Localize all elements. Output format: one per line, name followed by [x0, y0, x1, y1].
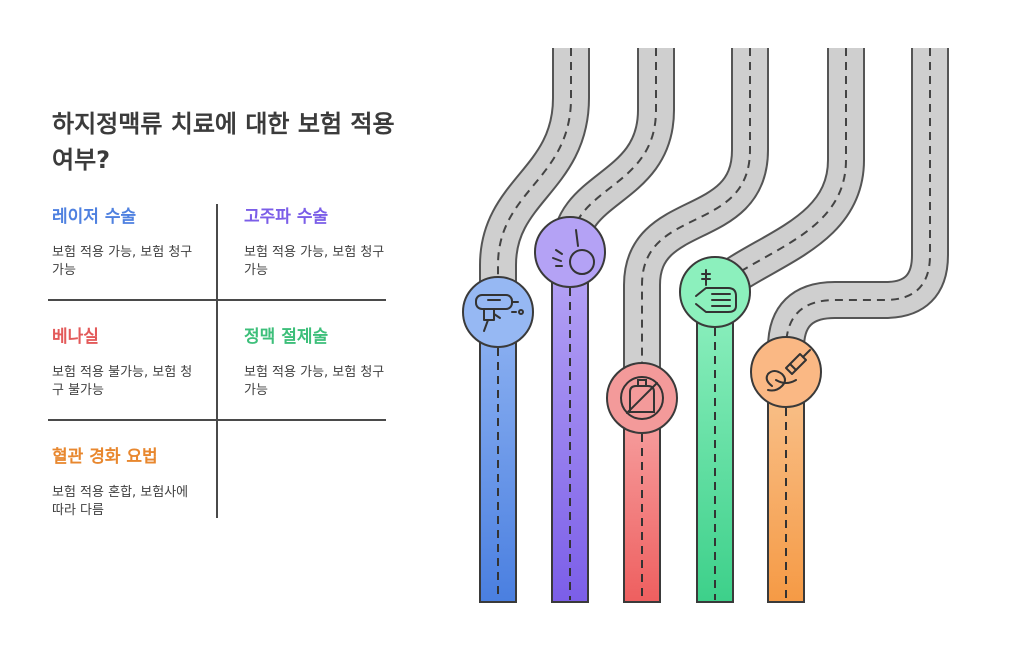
treatment-desc: 보험 적용 가능, 보험 청구 가능	[244, 365, 385, 398]
page-title: 하지정맥류 치료에 대한 보험 적용 여부?	[52, 110, 395, 174]
node-venaseal	[606, 362, 678, 434]
column-sclerotherapy	[767, 371, 805, 603]
treatment-name: 정맥 절제술	[244, 327, 329, 347]
treatment-desc: 보험 적용 가능, 보험 청구 가능	[244, 245, 385, 278]
syringe-hand-icon	[695, 269, 737, 313]
treatment-name: 고주파 수술	[244, 207, 329, 227]
treatment-card-sclerotherapy: 혈관 경화 요법 보험 적용 혼합, 보험사에 따라 다름	[52, 446, 202, 520]
column-laser	[479, 311, 517, 603]
treatment-card-laser: 레이저 수술 보험 적용 가능, 보험 청구 가능	[52, 206, 202, 280]
grid-vertical-divider	[216, 204, 218, 518]
column-radiofrequency	[551, 251, 589, 603]
radiofrequency-icon	[552, 229, 595, 275]
treatment-card-venaseal: 베나실 보험 적용 불가능, 보험 청구 불가능	[52, 326, 202, 400]
laser-icon	[475, 294, 524, 332]
treatment-name: 혈관 경화 요법	[52, 447, 158, 467]
node-laser	[462, 276, 534, 348]
column-phlebectomy	[696, 291, 734, 603]
treatment-desc: 보험 적용 혼합, 보험사에 따라 다름	[52, 485, 189, 518]
treatment-desc: 보험 적용 불가능, 보험 청구 불가능	[52, 365, 193, 398]
grid-divider-2	[48, 419, 386, 421]
node-sclerotherapy	[750, 336, 822, 408]
road-sclerotherapy	[767, 48, 949, 372]
grid-divider-1	[48, 299, 386, 301]
node-radiofrequency	[534, 216, 606, 288]
no-glue-icon	[620, 376, 664, 420]
treatment-name: 레이저 수술	[52, 207, 137, 227]
node-phlebectomy	[679, 256, 751, 328]
treatment-card-radiofrequency: 고주파 수술 보험 적용 가능, 보험 청구 가능	[244, 206, 394, 280]
treatment-grid: 레이저 수술 보험 적용 가능, 보험 청구 가능 고주파 수술 보험 적용 가…	[48, 204, 386, 518]
treatment-name: 베나실	[52, 327, 99, 347]
road-venaseal	[623, 48, 769, 398]
treatment-desc: 보험 적용 가능, 보험 청구 가능	[52, 245, 193, 278]
treatment-card-phlebectomy: 정맥 절제술 보험 적용 가능, 보험 청구 가능	[244, 326, 394, 400]
road-laser	[479, 48, 590, 312]
injection-icon	[765, 349, 811, 392]
